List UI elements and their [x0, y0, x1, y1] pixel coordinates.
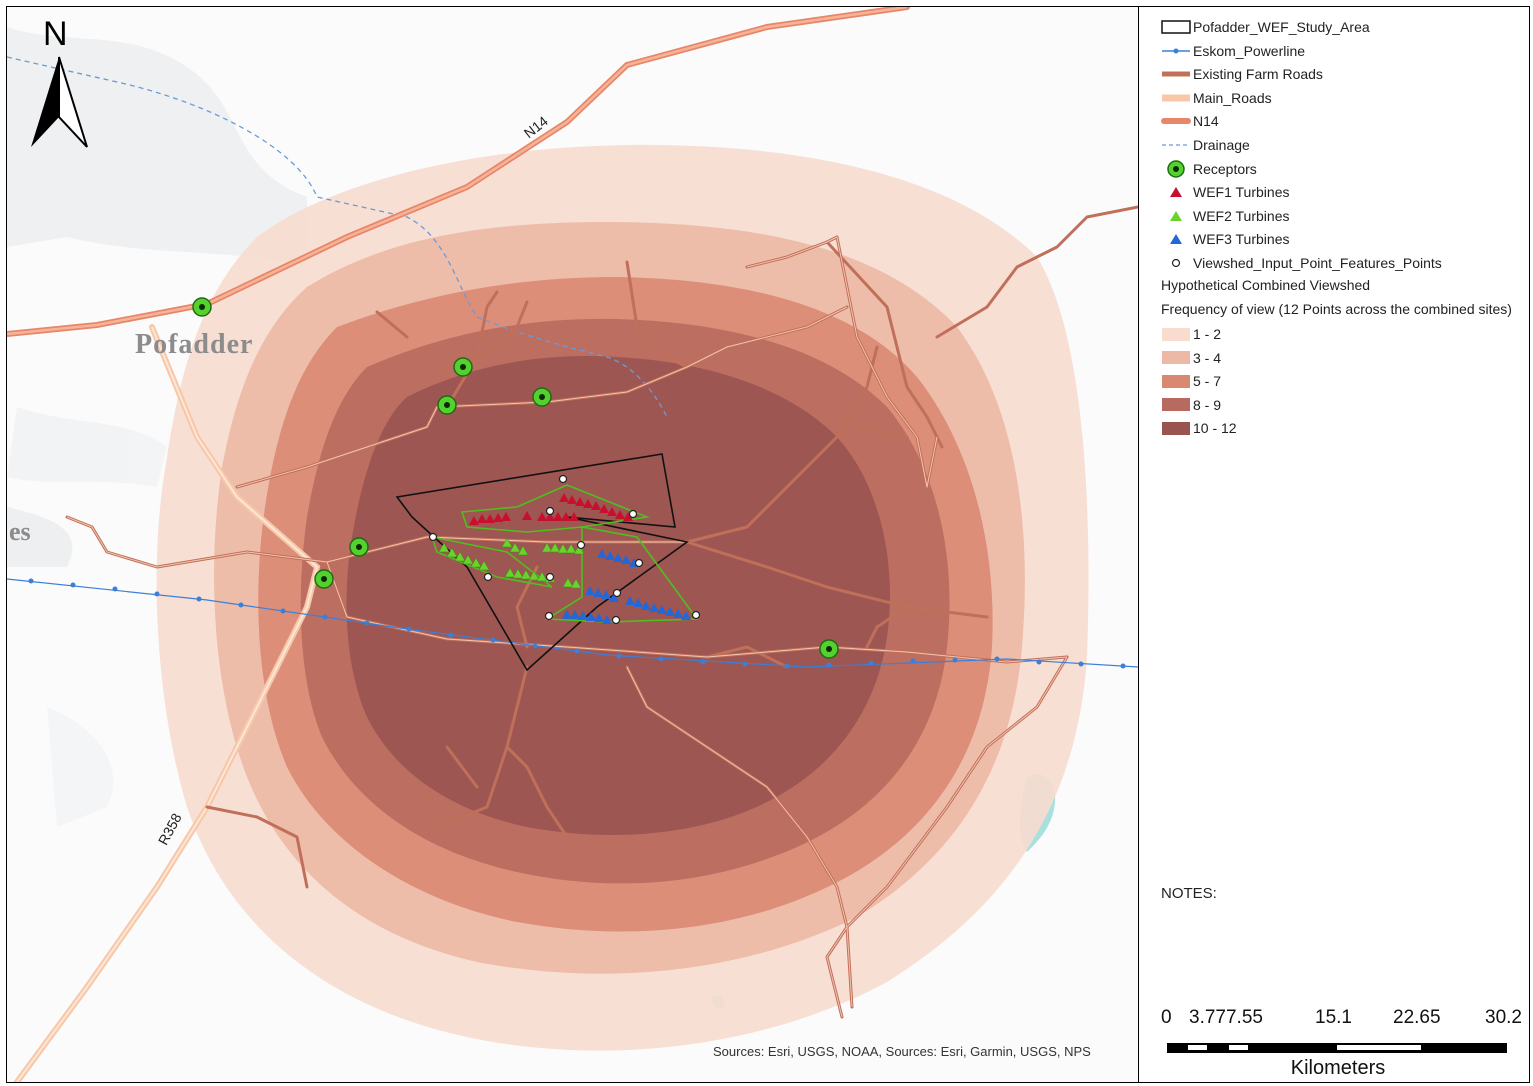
wef1-turbines — [469, 493, 633, 525]
green-triangle-icon — [1159, 206, 1193, 226]
legend-class-item: 3 - 4 — [1159, 348, 1221, 368]
map-credits: Sources: Esri, USGS, NOAA, Sources: Esri… — [713, 1044, 1091, 1059]
town-label-pofadder: Pofadder — [135, 329, 254, 360]
class-swatch-icon — [1159, 418, 1193, 438]
class-swatch-icon — [1159, 371, 1193, 391]
legend-item: Existing Farm Roads — [1159, 64, 1323, 84]
class-swatch-icon — [1159, 395, 1193, 415]
receptors — [192, 297, 839, 659]
legend-class-item: 5 - 7 — [1159, 371, 1221, 391]
legend-class-label: 5 - 7 — [1193, 373, 1222, 390]
notes-label: NOTES: — [1161, 885, 1217, 902]
legend-class-label: 8 - 9 — [1193, 396, 1222, 413]
white-dot-icon — [1159, 253, 1193, 273]
legend-item: Pofadder_WEF_Study_Area — [1159, 17, 1370, 37]
legend-heading: Hypothetical Combined Viewshed — [1161, 277, 1371, 293]
class-swatch-icon — [1159, 348, 1193, 368]
scale-bar-graphic — [1167, 1043, 1507, 1053]
scale-tick-3: 22.65 — [1393, 1007, 1441, 1028]
red-triangle-icon — [1159, 182, 1193, 202]
map-layout-frame: N Pofadder es N14 R358 Sources: Esri, US… — [6, 6, 1530, 1083]
study-area-outline — [395, 453, 689, 672]
brown-line-icon — [1159, 64, 1193, 84]
legend-class-label: 1 - 2 — [1193, 326, 1222, 342]
scale-tick-0: 0 — [1161, 1007, 1172, 1028]
legend-item: WEF3 Turbines — [1159, 229, 1289, 249]
legend-item-label: Viewshed_Input_Point_Features_Points — [1193, 255, 1442, 271]
legend-subheading: Frequency of view (12 Points across the … — [1161, 301, 1512, 317]
legend-item: WEF2 Turbines — [1159, 206, 1289, 226]
viewshed-layer — [156, 144, 1089, 1051]
viewshed-input-points — [428, 474, 701, 625]
partial-place-label: es — [9, 517, 31, 546]
legend-item: Eskom_Powerline — [1159, 41, 1305, 61]
outline-box-icon — [1159, 17, 1193, 37]
legend-item-label: Receptors — [1193, 160, 1257, 177]
legend-item: Drainage — [1159, 135, 1250, 155]
wef2-turbines — [438, 537, 585, 589]
legend-item-label: WEF1 Turbines — [1193, 184, 1290, 201]
scale-tick-2: 15.1 — [1315, 1007, 1352, 1028]
legend-item-label: Main_Roads — [1193, 89, 1272, 106]
legend-item: WEF1 Turbines — [1159, 182, 1289, 202]
legend-class-item: 1 - 2 — [1159, 324, 1221, 344]
legend-item: Receptors — [1159, 159, 1257, 179]
legend-item: Main_Roads — [1159, 88, 1272, 108]
legend-item-label: WEF3 Turbines — [1193, 231, 1290, 248]
class-swatch-icon — [1159, 324, 1193, 344]
legend-class-label: 3 - 4 — [1193, 349, 1222, 366]
map-panel[interactable]: N Pofadder es N14 R358 Sources: Esri, US… — [7, 7, 1138, 1082]
dotted-blue-line-icon — [1159, 41, 1193, 61]
legend-class-item: 8 - 9 — [1159, 395, 1221, 415]
legend-item-label: N14 — [1193, 113, 1219, 130]
map-canvas — [7, 7, 1138, 1082]
scale-tick-1: 3.777.55 — [1189, 1007, 1263, 1028]
wef-site-outlines — [430, 484, 699, 623]
north-label: N — [43, 15, 68, 53]
legend-item-label: Existing Farm Roads — [1193, 66, 1323, 83]
orange-line-icon — [1159, 111, 1193, 131]
eskom-powerline — [7, 578, 1138, 669]
dashed-blue-line-icon — [1159, 135, 1193, 155]
pale-line-icon — [1159, 88, 1193, 108]
basemap-terrain — [7, 27, 307, 827]
legend-item-label: WEF2 Turbines — [1193, 207, 1290, 224]
scale-units-label: Kilometers — [1290, 1057, 1386, 1079]
legend-item-label: Drainage — [1193, 137, 1250, 153]
legend-item: N14 — [1159, 111, 1219, 131]
legend-class-item: 10 - 12 — [1159, 418, 1237, 438]
legend-class-label: 10 - 12 — [1193, 420, 1237, 437]
green-target-icon — [1159, 159, 1193, 179]
drainage-line — [7, 56, 668, 418]
legend-item-label: Pofadder_WEF_Study_Area — [1193, 19, 1370, 35]
blue-triangle-icon — [1159, 229, 1193, 249]
scale-tick-4: 30.2 — [1485, 1007, 1522, 1028]
wef3-turbines — [562, 549, 691, 624]
scale-bar: 0 3.777.55 15.1 22.65 30.2 Kilometers — [1161, 1007, 1522, 1079]
legend-item: Viewshed_Input_Point_Features_Points — [1159, 253, 1442, 273]
legend-item-label: Eskom_Powerline — [1193, 42, 1306, 59]
north-arrow-icon — [31, 56, 88, 148]
